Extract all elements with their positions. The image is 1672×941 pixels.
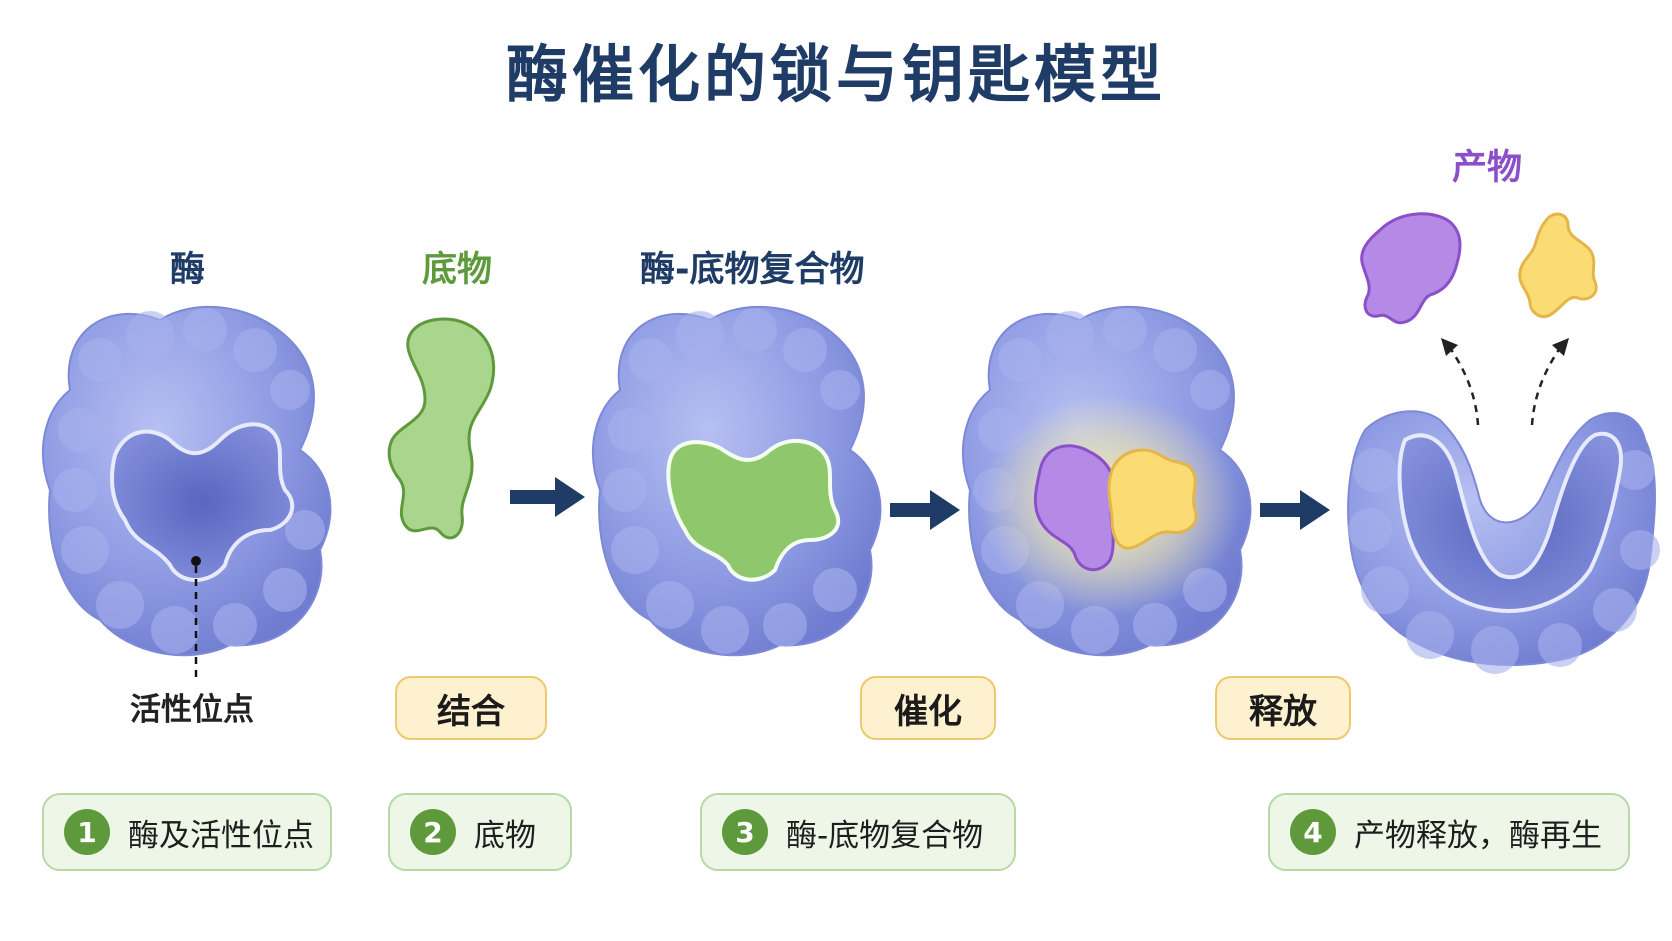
card-number: 4 — [1290, 809, 1336, 855]
label-substrate: 底物 — [422, 250, 493, 290]
card-step-1: 1 酶及活性位点 — [42, 793, 332, 871]
active-site-pointer — [191, 556, 201, 680]
catalysis-complex — [962, 305, 1252, 657]
release-arrows — [1441, 338, 1569, 426]
arrow-catalyze — [890, 490, 960, 530]
card-number: 1 — [64, 809, 110, 855]
step-catalyze: 催化 — [860, 676, 996, 740]
card-text: 产物释放，酶再生 — [1354, 817, 1602, 854]
card-number: 2 — [410, 809, 456, 855]
label-complex: 酶-底物复合物 — [640, 250, 865, 290]
card-step-4: 4 产物释放，酶再生 — [1268, 793, 1630, 871]
enzyme-regenerated — [1347, 410, 1660, 674]
substrate-shape — [387, 317, 496, 540]
card-text: 酶及活性位点 — [128, 817, 314, 854]
card-number: 3 — [722, 809, 768, 855]
card-step-2: 2 底物 — [388, 793, 572, 871]
enzyme-free — [42, 305, 332, 657]
step-bind: 结合 — [395, 676, 547, 740]
label-enzyme: 酶 — [170, 250, 206, 290]
card-text: 酶-底物复合物 — [786, 817, 984, 854]
product-purple — [1360, 212, 1462, 325]
step-release: 释放 — [1215, 676, 1351, 740]
arrow-bind — [510, 477, 585, 517]
card-step-3: 3 酶-底物复合物 — [700, 793, 1016, 871]
page-title: 酶催化的锁与钥匙模型 — [505, 38, 1166, 111]
enzyme-substrate-complex — [592, 305, 882, 657]
label-active-site: 活性位点 — [130, 692, 254, 728]
arrow-release — [1260, 490, 1330, 530]
label-products: 产物 — [1452, 148, 1523, 188]
product-yellow — [1518, 212, 1598, 318]
card-text: 底物 — [474, 817, 536, 854]
